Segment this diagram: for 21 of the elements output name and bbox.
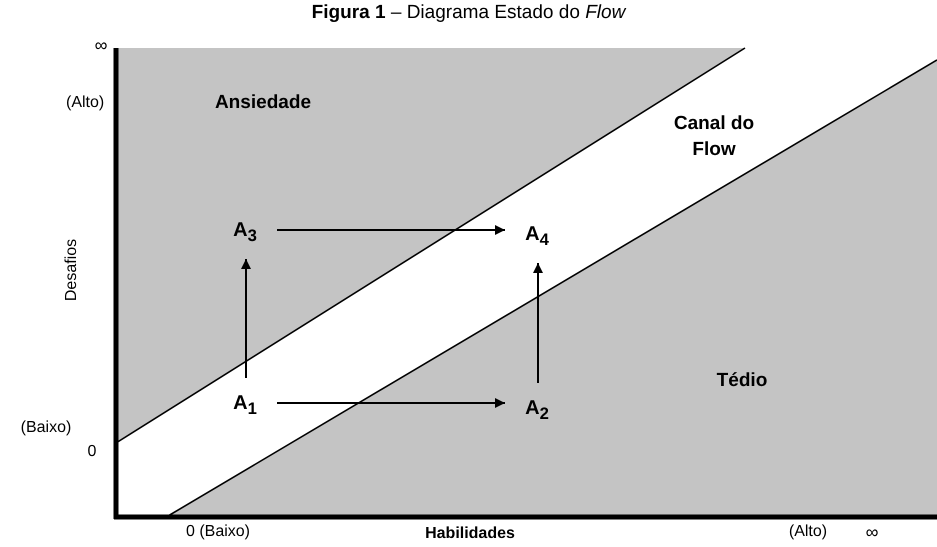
axis-tick-label: 0 (88, 443, 96, 461)
axis-tick-label: (Alto) (788, 523, 828, 541)
region-label: Canal do Flow (672, 112, 756, 162)
axis-tick-label: (Baixo) (20, 419, 72, 437)
axis-tick-label: 0 (Baixo) (186, 523, 250, 541)
arrow (241, 259, 251, 378)
state-label: A$_{4}$ (517, 221, 557, 251)
region-label: Tédio (716, 370, 768, 392)
arrow (277, 225, 505, 235)
infinity-symbol: ∞ (866, 522, 878, 542)
arrow (277, 398, 505, 408)
axis-title: Habilidades (425, 525, 515, 543)
axis-title: Desafios (63, 238, 81, 302)
axis-tick-label: ∞ (94, 34, 108, 56)
axis-tick-label: (Alto) (66, 94, 104, 112)
state-label: A$_{1}$ (225, 390, 265, 420)
arrow (533, 263, 543, 383)
state-label: A$_{2}$ (517, 395, 557, 425)
region-label: Ansiedade (214, 92, 312, 114)
state-label: A$_{3}$ (225, 217, 265, 247)
figure-title: Figura 1 – Diagrama Estado do Flow (310, 2, 628, 24)
